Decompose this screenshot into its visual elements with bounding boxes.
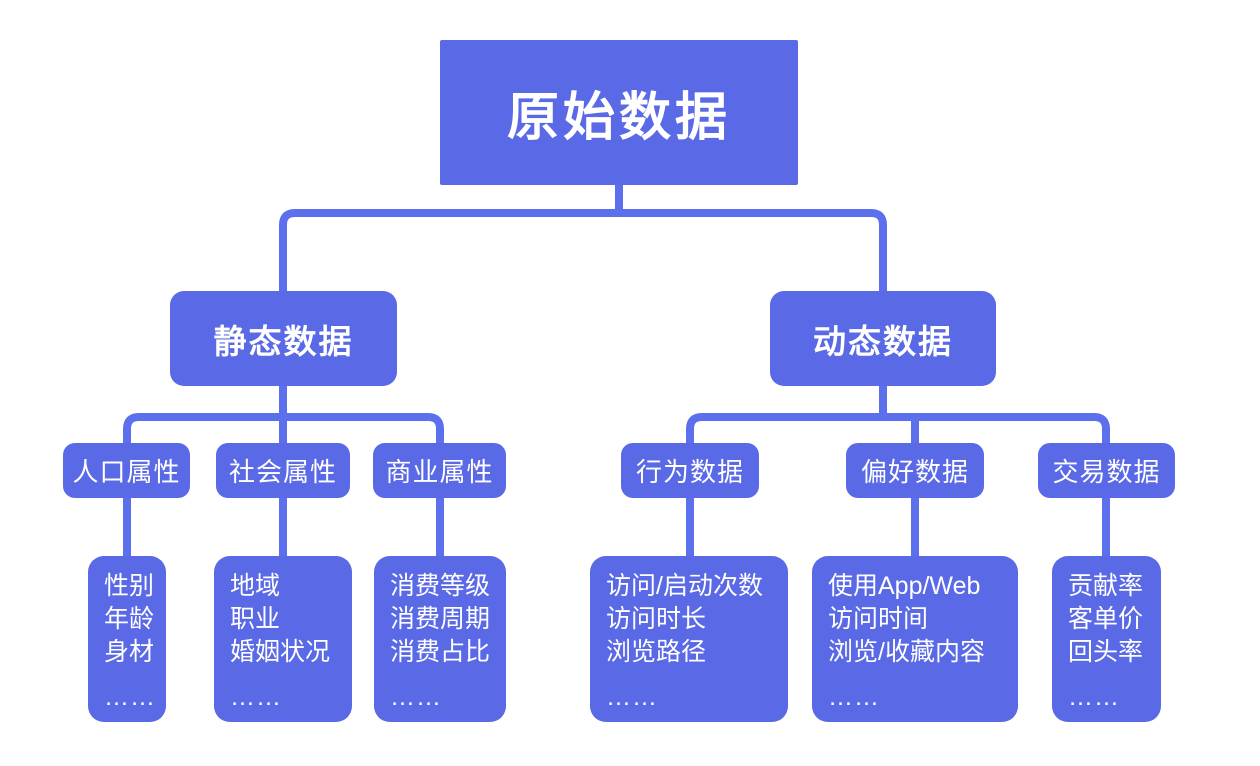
leaf-item: 访问/启动次数: [606, 572, 763, 600]
leaf-ellipsis: ……: [606, 683, 658, 711]
leaf-item: 使用App/Web: [828, 572, 981, 600]
leaf-item: 浏览/收藏内容: [828, 638, 985, 666]
node-root-raw-data: 原始数据: [440, 40, 798, 185]
leaf-item: 地域: [230, 572, 281, 600]
leaf-item: 贡献率: [1068, 572, 1144, 600]
leaf-item: 访问时长: [606, 605, 707, 633]
leaf-ellipsis: ……: [390, 683, 442, 711]
connector-dynamic-children: [686, 413, 1110, 447]
leaf-item: 消费占比: [390, 638, 491, 666]
node-preference-data: 偏好数据: [846, 443, 984, 498]
leaf-transaction-details: 贡献率 客单价 回头率 ……: [1052, 556, 1161, 722]
leaf-ellipsis: ……: [828, 683, 880, 711]
node-social-attributes: 社会属性: [216, 443, 350, 498]
node-business-attributes: 商业属性: [373, 443, 506, 498]
leaf-population-details: 性别 年龄 身材 ……: [88, 556, 166, 722]
leaf-preference-details: 使用App/Web 访问时间 浏览/收藏内容 ……: [812, 556, 1018, 722]
leaf-item: 客单价: [1068, 605, 1144, 633]
leaf-social-details: 地域 职业 婚姻状况 ……: [214, 556, 352, 722]
leaf-item: 回头率: [1068, 638, 1144, 666]
leaf-item: 消费周期: [390, 605, 491, 633]
leaf-behavior-details: 访问/启动次数 访问时长 浏览路径 ……: [590, 556, 788, 722]
leaf-item: 职业: [230, 605, 281, 633]
node-behavior-data: 行为数据: [621, 443, 759, 498]
leaf-item: 婚姻状况: [230, 638, 331, 666]
connector-root-branches: [279, 209, 887, 291]
node-population-attributes: 人口属性: [63, 443, 190, 498]
leaf-item: 身材: [104, 638, 155, 666]
leaf-item: 年龄: [104, 605, 155, 633]
leaf-ellipsis: ……: [1068, 683, 1120, 711]
leaf-item: 性别: [104, 572, 155, 600]
node-transaction-data: 交易数据: [1038, 443, 1175, 498]
connector-static-children: [123, 413, 444, 447]
node-static-data: 静态数据: [170, 291, 397, 386]
leaf-ellipsis: ……: [104, 683, 156, 711]
leaf-item: 浏览路径: [606, 638, 707, 666]
leaf-item: 访问时间: [828, 605, 929, 633]
leaf-ellipsis: ……: [230, 683, 282, 711]
node-dynamic-data: 动态数据: [770, 291, 996, 386]
leaf-item: 消费等级: [390, 572, 491, 600]
leaf-business-details: 消费等级 消费周期 消费占比 ……: [374, 556, 506, 722]
